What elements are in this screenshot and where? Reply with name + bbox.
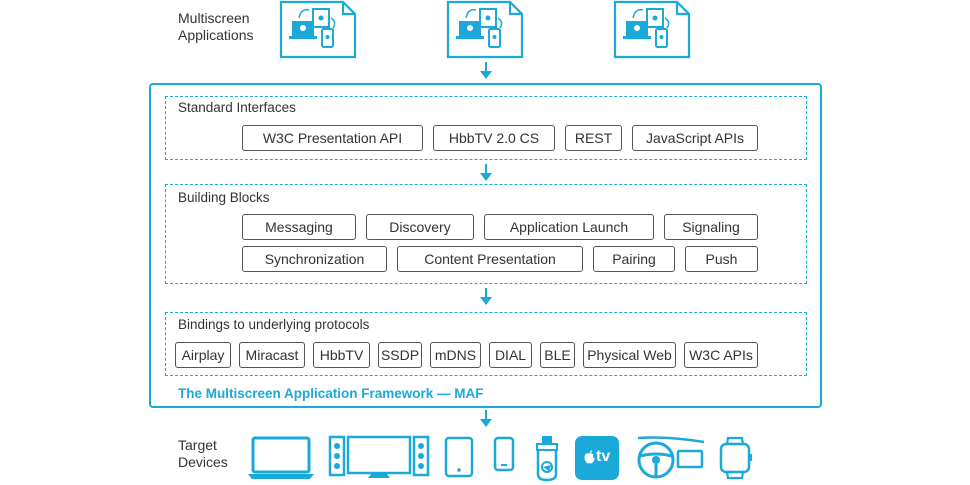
- arrow-down-icon: [480, 410, 492, 427]
- target-label-line1: Target: [178, 437, 217, 453]
- physical-web-box: Physical Web: [583, 342, 676, 368]
- smartwatch-icon: [719, 436, 752, 480]
- ble-box: BLE: [540, 342, 575, 368]
- discovery-box: Discovery: [366, 214, 474, 240]
- mdns-box: mDNS: [430, 342, 481, 368]
- synchronization-box: Synchronization: [242, 246, 387, 272]
- applications-label: Multiscreen Applications: [178, 10, 254, 44]
- tv-with-speakers-icon: [328, 435, 430, 478]
- messaging-box: Messaging: [242, 214, 356, 240]
- multiscreen-app-document-icon: [613, 0, 691, 59]
- bindings-title: Bindings to underlying protocols: [178, 317, 370, 332]
- pairing-box: Pairing: [593, 246, 675, 272]
- laptop-icon: [248, 436, 314, 479]
- standard-interfaces-title: Standard Interfaces: [178, 100, 296, 115]
- maf-framework-frame: [149, 83, 822, 408]
- apple-logo-icon: [584, 450, 595, 464]
- application-launch-box: Application Launch: [484, 214, 654, 240]
- applications-label-line1: Multiscreen: [178, 10, 250, 26]
- airplay-box: Airplay: [175, 342, 231, 368]
- maf-framework-label: The Multiscreen Application Framework — …: [178, 386, 484, 401]
- hbbtv-cs-box: HbbTV 2.0 CS: [433, 125, 555, 151]
- arrow-down-icon: [480, 164, 492, 181]
- dial-box: DIAL: [489, 342, 532, 368]
- apple-tv-icon: tv: [575, 436, 619, 480]
- push-box: Push: [685, 246, 758, 272]
- target-label-line2: Devices: [178, 454, 228, 470]
- car-steering-wheel-icon: [637, 436, 705, 479]
- miracast-box: Miracast: [239, 342, 305, 368]
- streaming-stick-icon: [536, 436, 558, 482]
- rest-box: REST: [565, 125, 622, 151]
- smartphone-icon: [493, 436, 515, 472]
- ssdp-box: SSDP: [378, 342, 422, 368]
- building-blocks-section: [165, 184, 807, 284]
- building-blocks-title: Building Blocks: [178, 190, 270, 205]
- arrow-down-icon: [480, 288, 492, 305]
- applications-label-line2: Applications: [178, 27, 254, 43]
- target-devices-label: Target Devices: [178, 437, 228, 471]
- standard-interfaces-section: [165, 96, 807, 160]
- bindings-section: [165, 312, 807, 376]
- apple-tv-text: tv: [596, 448, 611, 465]
- multiscreen-app-document-icon: [446, 0, 524, 59]
- arrow-down-icon: [480, 62, 492, 79]
- w3c-apis-box: W3C APIs: [684, 342, 758, 368]
- content-presentation-box: Content Presentation: [397, 246, 583, 272]
- hbbtv-box: HbbTV: [313, 342, 370, 368]
- signaling-box: Signaling: [664, 214, 758, 240]
- w3c-presentation-api-box: W3C Presentation API: [242, 125, 423, 151]
- multiscreen-app-document-icon: [279, 0, 357, 59]
- tablet-icon: [444, 436, 474, 478]
- javascript-apis-box: JavaScript APIs: [632, 125, 758, 151]
